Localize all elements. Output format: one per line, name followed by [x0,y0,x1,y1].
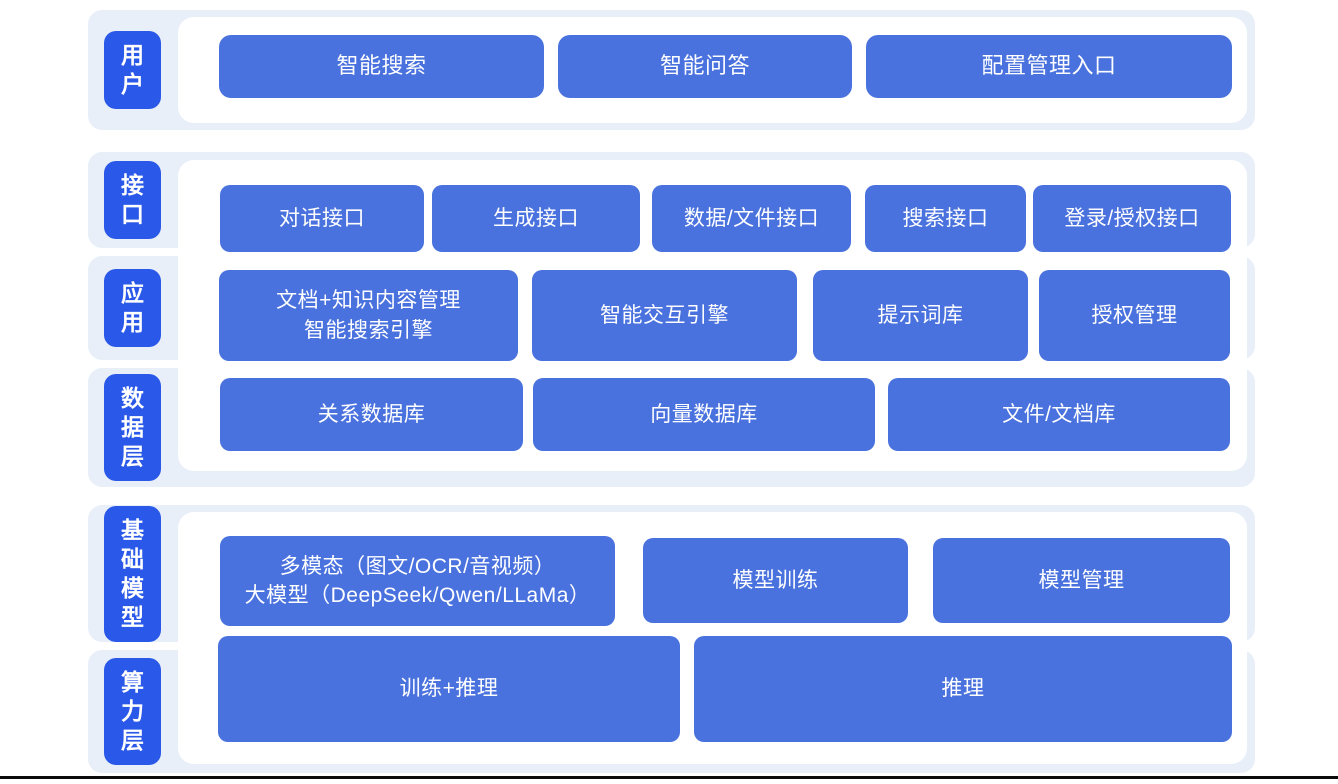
node-label: 搜索接口 [902,206,989,230]
node-label: 智能问答 [659,53,750,79]
node-smart-search: 智能搜索 [219,35,544,98]
node-search-api: 搜索接口 [865,185,1026,252]
node-generation-api: 生成接口 [432,185,640,252]
layer-label-data: 数据层 [104,374,161,481]
node-data-file-api: 数据/文件接口 [652,185,851,252]
node-auth-mgmt: 授权管理 [1039,270,1230,361]
node-label: 数据/文件接口 [683,206,820,230]
node-label: 模型管理 [1038,568,1125,592]
layer-label-base-model: 基础模型 [104,505,161,642]
node-file-doc-store: 文件/文档库 [888,378,1230,451]
bottom-border-line [0,776,1338,779]
node-label: 授权管理 [1091,303,1178,327]
layer-label-application: 应用 [104,269,161,347]
node-training-inference: 训练+推理 [218,636,680,742]
layer-label-compute-text: 算力层 [121,669,144,753]
node-relational-db: 关系数据库 [220,378,523,451]
node-label: 向量数据库 [650,402,758,426]
layer-label-user-text: 用户 [121,42,144,97]
node-model-training: 模型训练 [643,538,908,623]
node-label: 训练+推理 [399,677,499,701]
node-model-mgmt: 模型管理 [933,538,1230,623]
node-label: 文件/文档库 [1002,402,1116,426]
node-label: 关系数据库 [317,402,426,426]
layer-label-data-text: 数据层 [121,385,144,469]
node-multimodal-llm: 多模态（图文/OCR/音视频） 大模型（DeepSeek/Qwen/LLaMa） [220,536,615,626]
node-smart-qa: 智能问答 [558,35,852,98]
node-vector-db: 向量数据库 [533,378,875,451]
node-label: 提示词库 [877,303,964,327]
node-label: 登录/授权接口 [1064,206,1200,230]
node-login-auth-api: 登录/授权接口 [1033,185,1231,252]
layer-label-user: 用户 [104,31,161,109]
layer-label-interface-text: 接口 [121,172,144,227]
node-label: 配置管理入口 [981,53,1117,79]
section-user: 用户 智能搜索 智能问答 配置管理入口 [88,10,1255,130]
node-label-line2: 智能搜索引擎 [304,318,433,342]
node-label-line1: 文档+知识内容管理 [276,289,461,313]
node-interaction-engine: 智能交互引擎 [532,270,797,361]
node-label: 模型训练 [732,568,819,592]
layer-label-interface: 接口 [104,161,161,239]
node-config-entry: 配置管理入口 [866,35,1232,98]
layer-label-application-text: 应用 [121,280,144,335]
node-label: 智能搜索 [336,53,427,79]
node-dialog-api: 对话接口 [220,185,424,252]
node-label-line2: 大模型（DeepSeek/Qwen/LLaMa） [244,584,591,607]
node-inference: 推理 [694,636,1232,742]
node-label: 生成接口 [493,206,579,230]
node-label: 智能交互引擎 [600,303,729,327]
node-label: 对话接口 [279,206,365,230]
node-doc-knowledge-search-engine: 文档+知识内容管理 智能搜索引擎 [219,270,518,361]
node-label-line1: 多模态（图文/OCR/音视频） [279,554,556,578]
section-bottom: 基础模型 算力层 多模态（图文/OCR/音视频） 大模型（DeepSeek/Qw… [88,505,1255,773]
node-label: 推理 [941,677,985,701]
layer-label-base-model-text: 基础模型 [121,516,144,630]
section-middle: 接口 应用 数据层 对话接口 生成接口 数据/文件接口 搜索接口 登录/授权 [88,152,1255,487]
layer-label-compute: 算力层 [104,658,161,765]
node-prompt-library: 提示词库 [813,270,1028,361]
